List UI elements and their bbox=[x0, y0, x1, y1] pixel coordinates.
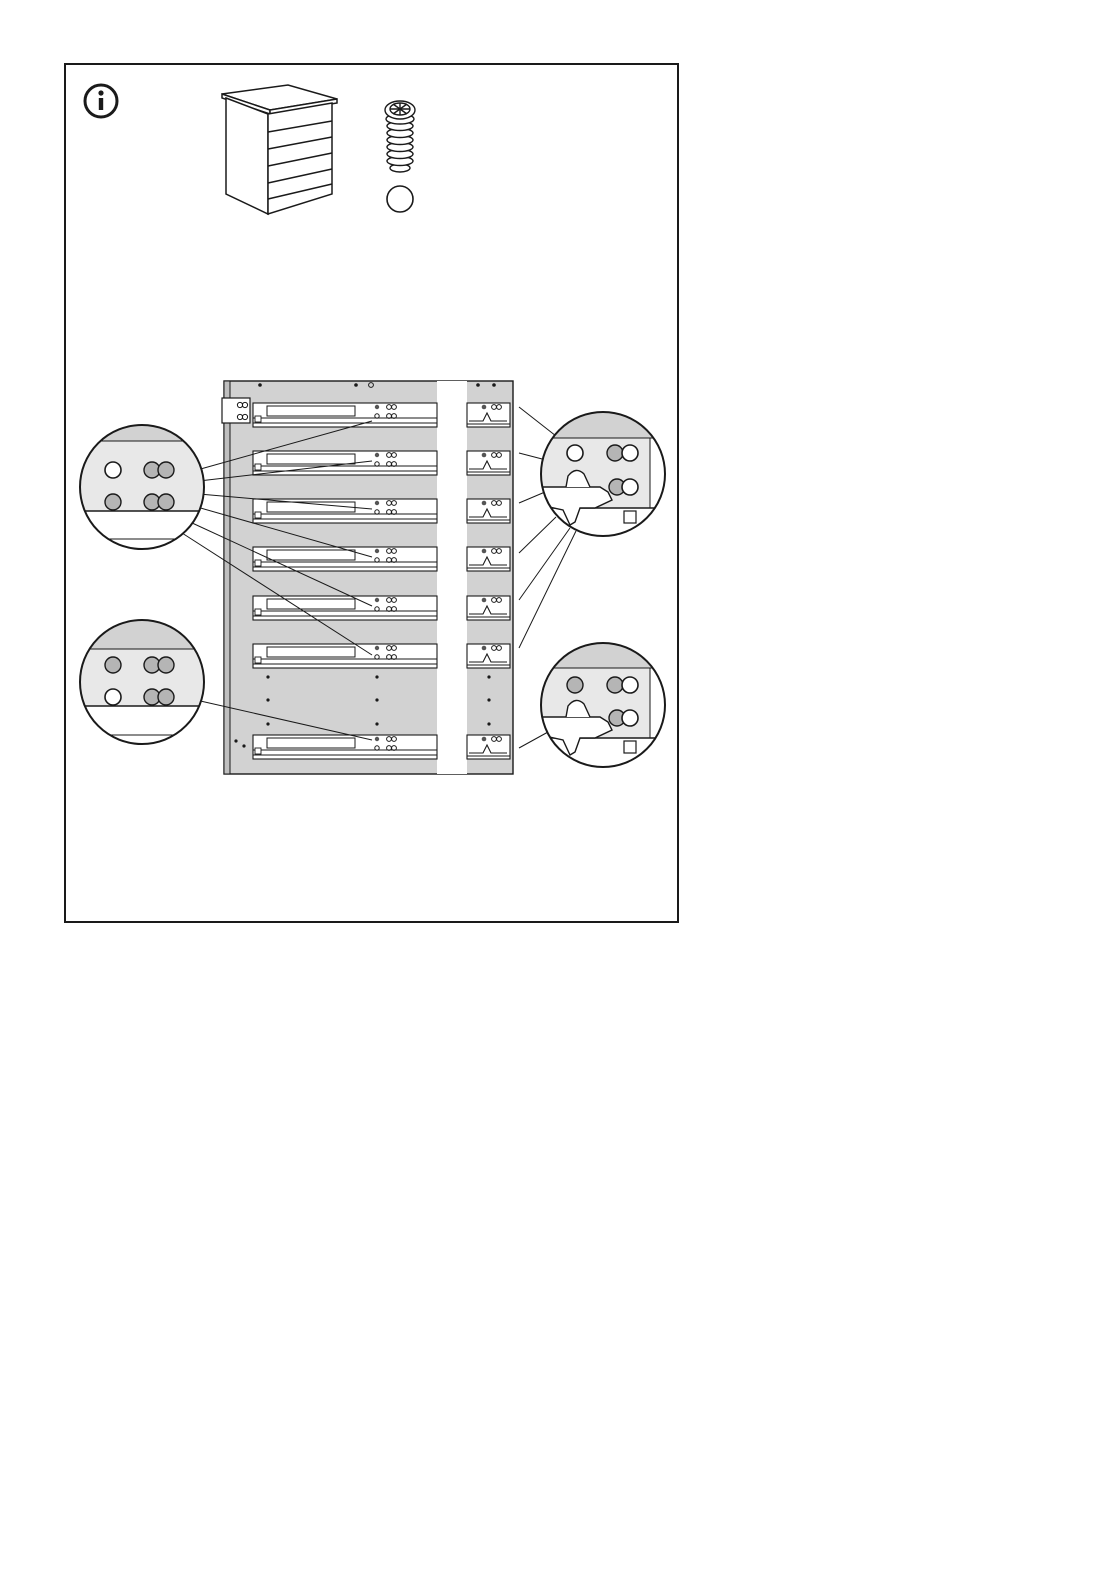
runner-screw bbox=[255, 657, 261, 663]
dowel-in-hole bbox=[607, 445, 623, 461]
panel-hole bbox=[482, 549, 487, 554]
drawer-runner-row bbox=[253, 451, 510, 475]
empty-hole bbox=[105, 462, 121, 478]
empty-hole bbox=[622, 677, 638, 693]
empty-hole-icon bbox=[387, 186, 413, 212]
panel-hole bbox=[482, 405, 487, 410]
dowel-in-hole bbox=[105, 494, 121, 510]
info-icon bbox=[85, 85, 117, 117]
dowel-in-hole bbox=[158, 494, 174, 510]
panel-hole bbox=[482, 598, 487, 603]
panel-hole bbox=[482, 453, 487, 458]
side-panel bbox=[222, 381, 513, 774]
runner-recess bbox=[267, 599, 355, 609]
zoom-left-bottom bbox=[70, 615, 220, 755]
dowel-in-hole bbox=[105, 657, 121, 673]
drawer-runner-row bbox=[253, 499, 510, 523]
empty-hole bbox=[622, 479, 638, 495]
dowel-in-hole bbox=[607, 677, 623, 693]
zoom-right-bottom bbox=[535, 636, 675, 778]
runner-screw bbox=[255, 464, 261, 470]
panel-gap bbox=[437, 381, 467, 774]
dowel-in-hole bbox=[158, 689, 174, 705]
panel-hole bbox=[375, 549, 379, 553]
runner-screw bbox=[255, 512, 261, 518]
drawer-runner-row bbox=[253, 403, 510, 427]
plastic-dowel-icon bbox=[385, 101, 415, 172]
dowel-in-hole bbox=[567, 677, 583, 693]
drawer-runner-row bbox=[253, 644, 510, 668]
panel-hole bbox=[482, 737, 487, 742]
panel-hole bbox=[375, 737, 379, 741]
empty-hole bbox=[567, 445, 583, 461]
panel-hole bbox=[375, 598, 379, 602]
runner-screw bbox=[255, 748, 261, 754]
runner-screw bbox=[255, 560, 261, 566]
runner-recess bbox=[267, 406, 355, 416]
runner-recess bbox=[267, 647, 355, 657]
panel-hole bbox=[375, 405, 379, 409]
dowel-in-hole bbox=[158, 657, 174, 673]
dowel-in-hole bbox=[158, 462, 174, 478]
panel-hole bbox=[482, 501, 487, 506]
panel-hole bbox=[375, 453, 379, 457]
zoom-right-top bbox=[535, 405, 675, 548]
panel-hole bbox=[375, 646, 379, 650]
chest-of-drawers-icon bbox=[222, 85, 337, 214]
zoom-left-top bbox=[70, 420, 220, 560]
runner-recess bbox=[267, 550, 355, 560]
drawer-runner-row bbox=[253, 547, 510, 571]
runner-recess bbox=[267, 738, 355, 748]
panel-hole bbox=[482, 646, 487, 651]
empty-hole bbox=[105, 689, 121, 705]
runner-screw bbox=[255, 609, 261, 615]
drawer-runner-row bbox=[253, 735, 510, 759]
panel-hole bbox=[375, 501, 379, 505]
drawer-runner-row bbox=[253, 596, 510, 620]
runner-recess bbox=[267, 454, 355, 464]
empty-hole bbox=[622, 445, 638, 461]
empty-hole bbox=[622, 710, 638, 726]
runner-screw bbox=[255, 416, 261, 422]
